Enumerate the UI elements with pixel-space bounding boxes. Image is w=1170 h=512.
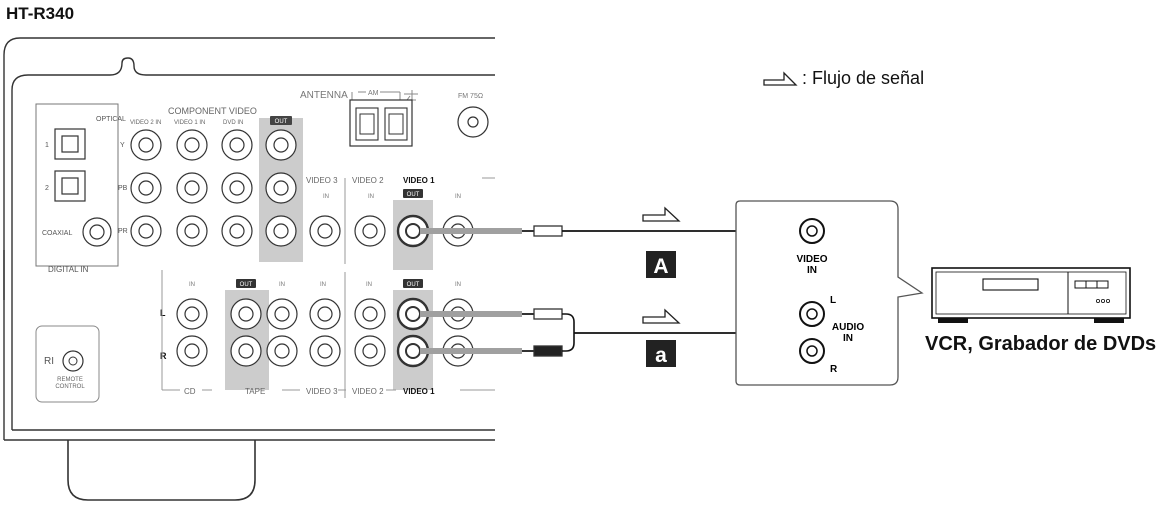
component-row-pb: PB [118, 185, 128, 192]
audio-jack-r[interactable] [266, 335, 298, 367]
vcr-r-label: R [830, 364, 838, 375]
vcr-device-icon [931, 267, 1131, 323]
channel-l-label: L [160, 308, 166, 318]
component-jack[interactable] [130, 172, 162, 204]
vcr-video-in-jack[interactable] [799, 218, 825, 244]
bottom-label-cd: CD [184, 387, 196, 396]
audio-jack-r[interactable] [354, 335, 386, 367]
antenna-label: ANTENNA [300, 90, 348, 101]
video3-in-label: IN [323, 194, 329, 200]
video1-audio-out-badge: OUT [407, 282, 420, 288]
bottom-label-video1: VIDEO 1 [403, 387, 435, 396]
component-jack[interactable] [176, 129, 208, 161]
connection-label-video: A [646, 251, 676, 278]
audio-jack-l[interactable] [230, 298, 262, 330]
audio-jack-l[interactable] [176, 298, 208, 330]
receiver-panel [3, 37, 495, 441]
component-jack[interactable] [130, 215, 162, 247]
fm-jack[interactable] [457, 106, 489, 138]
video2-audio-in-label: IN [366, 282, 372, 288]
digital-in-label: DIGITAL IN [48, 265, 89, 274]
bottom-label-tape: TAPE [245, 387, 265, 396]
antenna-group: ANTENNA AM FM 75Ω [300, 90, 489, 147]
tape-out-badge: OUT [240, 282, 253, 288]
vcr-device-name: VCR, Grabador de DVDs [925, 333, 1157, 355]
video2-in-label: IN [368, 194, 374, 200]
coaxial-label: COAXIAL [42, 230, 72, 237]
video3-audio-in-label: IN [320, 282, 326, 288]
component-jacks [130, 129, 297, 247]
audio-jack-r[interactable] [309, 335, 341, 367]
component-jack[interactable] [221, 172, 253, 204]
video-jack[interactable] [354, 215, 386, 247]
component-jack[interactable] [221, 215, 253, 247]
optical-jack-1[interactable] [54, 128, 86, 160]
video-jack[interactable] [309, 215, 341, 247]
optical-jack-2[interactable] [54, 170, 86, 202]
legend: : Flujo de señal [762, 68, 924, 89]
connection-label-audio-text: a [655, 344, 667, 367]
component-jack[interactable] [176, 215, 208, 247]
model-title: HT-R340 [6, 4, 75, 23]
audio-jack-r[interactable] [230, 335, 262, 367]
audio-jack-l[interactable] [354, 298, 386, 330]
coaxial-jack[interactable] [82, 217, 112, 247]
video1-label: VIDEO 1 [403, 176, 435, 185]
component-row-pr: PR [118, 228, 128, 235]
optical-port-2-label: 2 [45, 185, 49, 192]
connection-label-audio: a [646, 340, 676, 367]
optical-label: OPTICAL [96, 116, 126, 123]
audio-flow-arrow-icon [642, 308, 681, 324]
video1-audio-in-label: IN [455, 282, 461, 288]
video3-label: VIDEO 3 [306, 176, 338, 185]
bottom-label-video2: VIDEO 2 [352, 387, 384, 396]
audio-jack-l[interactable] [266, 298, 298, 330]
optical-port-1-label: 1 [45, 142, 49, 149]
component-col-video1: VIDEO 1 IN [174, 120, 205, 126]
video-flow-arrow-icon [642, 206, 681, 222]
signal-flow-arrow-icon [763, 70, 798, 86]
component-jack[interactable] [130, 129, 162, 161]
component-jack[interactable] [221, 129, 253, 161]
component-jack[interactable] [265, 215, 297, 247]
vcr-audio-l-jack[interactable] [799, 301, 825, 327]
component-col-video2: VIDEO 2 IN [130, 120, 161, 126]
video2-label: VIDEO 2 [352, 176, 384, 185]
fm-label: FM 75Ω [458, 93, 483, 100]
bottom-label-video3: VIDEO 3 [306, 387, 338, 396]
vcr-l-label: L [830, 295, 836, 306]
remote-control-jack[interactable] [62, 350, 84, 372]
channel-r-label: R [160, 351, 167, 361]
video1-in-label: IN [455, 194, 461, 200]
audio-jack-r[interactable] [176, 335, 208, 367]
component-col-dvd: DVD IN [223, 120, 243, 126]
video1-out-badge: OUT [407, 192, 420, 198]
am-label: AM [368, 90, 379, 97]
connection-label-video-text: A [653, 255, 668, 278]
component-row-y: Y [120, 142, 125, 149]
component-out-badge: OUT [275, 119, 288, 125]
ri-label: RI [44, 356, 54, 367]
cd-in-label: IN [189, 282, 195, 288]
tape-in-label: IN [279, 282, 285, 288]
receiver-foot [67, 440, 256, 501]
vcr-audio-r-jack[interactable] [799, 338, 825, 364]
digital-in-group: OPTICAL 1 2 COAXIAL DIGITAL IN [35, 103, 126, 274]
audio-jack-l[interactable] [309, 298, 341, 330]
legend-text: : Flujo de señal [802, 68, 925, 88]
component-video-label: COMPONENT VIDEO [168, 106, 257, 116]
component-jack[interactable] [176, 172, 208, 204]
component-jack[interactable] [265, 129, 297, 161]
audio-section: IN OUT IN IN IN OUT IN L R CD TAPE VIDEO… [160, 270, 495, 396]
component-jack[interactable] [265, 172, 297, 204]
